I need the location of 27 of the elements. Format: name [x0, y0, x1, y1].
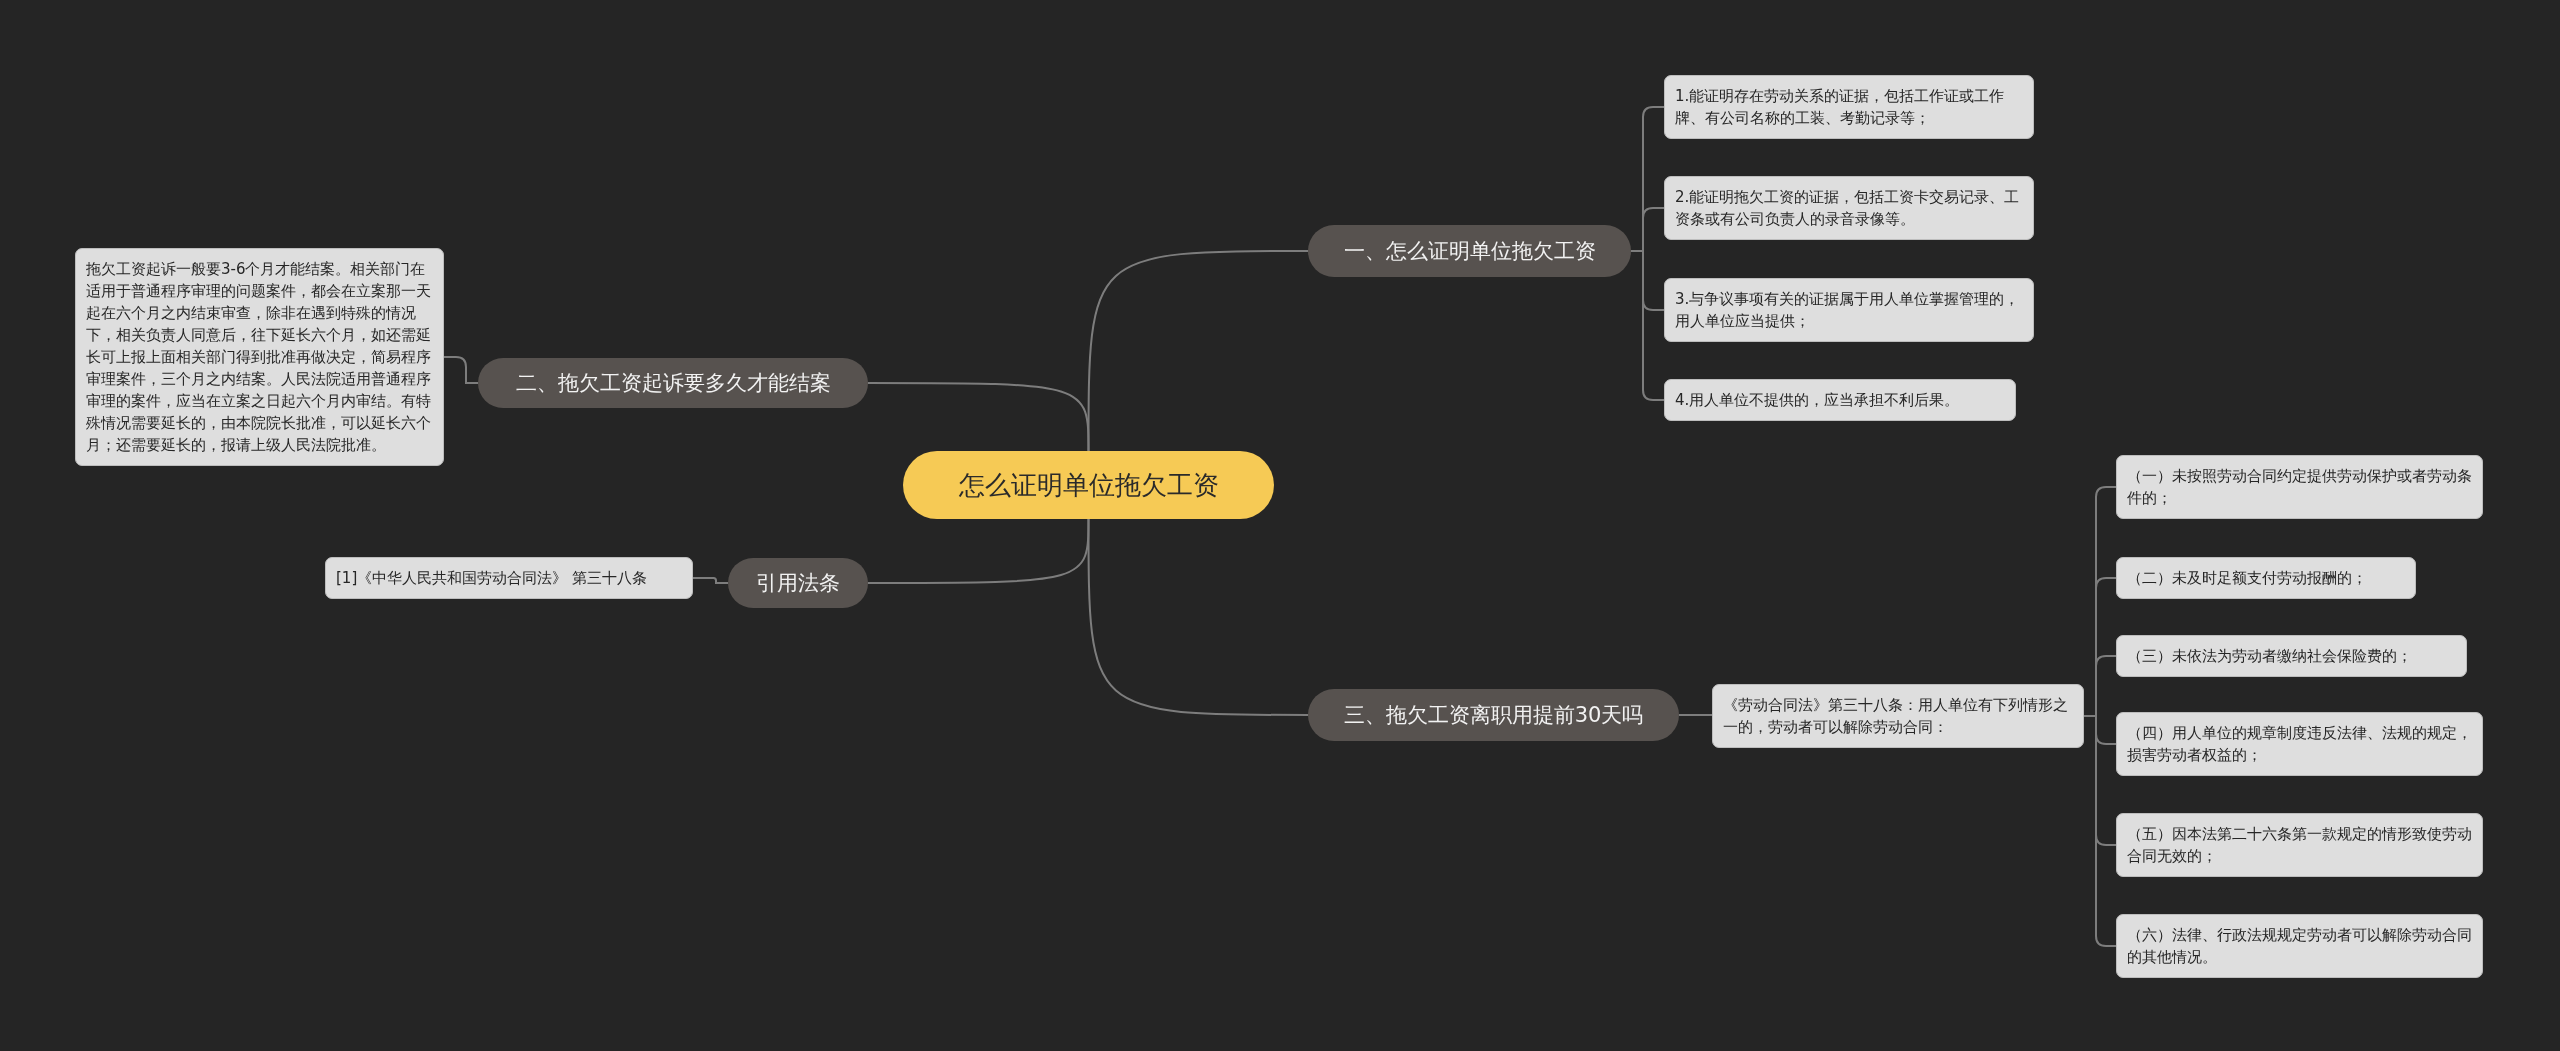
topic-pill: 一、怎么证明单位拖欠工资	[1308, 225, 1631, 277]
text-card: 2.能证明拖欠工资的证据，包括工资卡交易记录、工资条或有公司负责人的录音录像等。	[1664, 176, 2034, 240]
connector-line	[443, 356, 479, 384]
central-topic: 怎么证明单位拖欠工资	[903, 451, 1274, 519]
text-card: 3.与争议事项有关的证据属于用人单位掌握管理的，用人单位应当提供；	[1664, 278, 2034, 342]
connector-line	[1630, 250, 1665, 401]
connector-line	[2083, 715, 2117, 947]
connector-line	[867, 518, 1090, 584]
topic-pill: 引用法条	[728, 558, 868, 608]
connector-line	[692, 577, 729, 584]
text-card: （四）用人单位的规章制度违反法律、法规的规定，损害劳动者权益的；	[2116, 712, 2483, 776]
text-card: （一）未按照劳动合同约定提供劳动保护或者劳动条件的；	[2116, 455, 2483, 519]
text-card: 1.能证明存在劳动关系的证据，包括工作证或工作牌、有公司名称的工装、考勤记录等；	[1664, 75, 2034, 139]
topic-pill: 二、拖欠工资起诉要多久才能结案	[478, 358, 868, 408]
connector-line	[1087, 518, 1309, 716]
connector-line	[1087, 250, 1309, 452]
text-card: 拖欠工资起诉一般要3-6个月才能结案。相关部门在适用于普通程序审理的问题案件，都会在立案那一天起在六个月之内结束审查，除非在遇到特殊的情况下，相关负责人同意后，往下延长六个月，如还需延长可上报上面相关部门得到批准再做决定，简易程序审理案件，三个月之内结案。人民法院适用普通程序审理的案件，应当在立案之日起六个月内审结。有特殊情况需要延长的，由本院院长批准，可以延长六个月；还需要延长的，报请上级人民法院批准。	[75, 248, 444, 466]
connector-line	[1678, 714, 1713, 716]
connector-line	[867, 382, 1090, 452]
text-card: （二）未及时足额支付劳动报酬的；	[2116, 557, 2416, 599]
topic-pill: 三、拖欠工资离职用提前30天吗	[1308, 689, 1679, 741]
text-card: （五）因本法第二十六条第一款规定的情形致使劳动合同无效的；	[2116, 813, 2483, 877]
text-card: （六）法律、行政法规规定劳动者可以解除劳动合同的其他情况。	[2116, 914, 2483, 978]
text-card: （三）未依法为劳动者缴纳社会保险费的；	[2116, 635, 2467, 677]
text-card: 《劳动合同法》第三十八条：用人单位有下列情形之一的，劳动者可以解除劳动合同：	[1712, 684, 2084, 748]
text-card: [1]《中华人民共和国劳动合同法》 第三十八条	[325, 557, 693, 599]
text-card: 4.用人单位不提供的，应当承担不利后果。	[1664, 379, 2016, 421]
